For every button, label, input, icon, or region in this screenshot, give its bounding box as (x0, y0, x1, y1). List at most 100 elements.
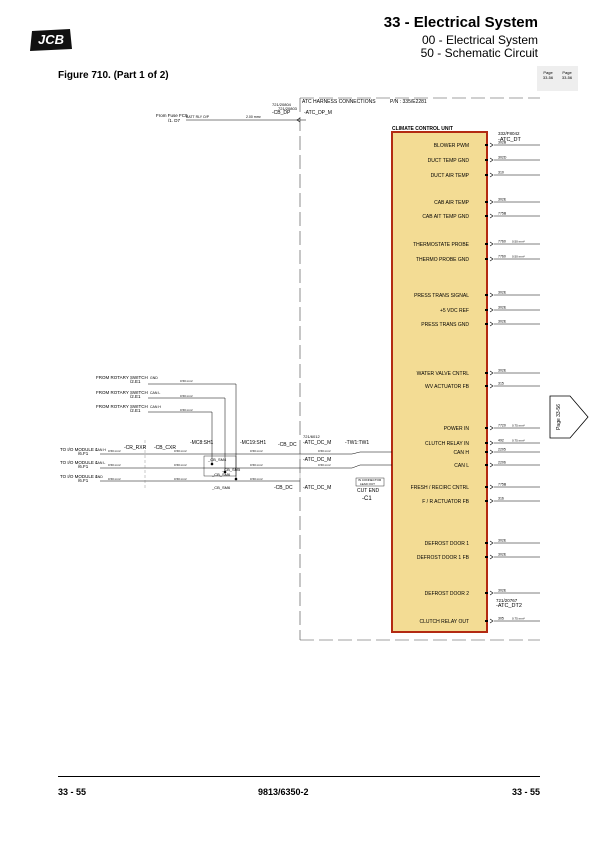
pin-arrow (489, 590, 494, 596)
pin-terminal (485, 323, 488, 325)
fuse-wire-label: BATT RLY O/P (186, 115, 210, 119)
rotary-wire-3: CAN H (150, 405, 161, 409)
io-size-3: 0.50 mm² (108, 477, 121, 481)
rotary-ref-1: /2.E1 (130, 379, 141, 384)
wire-number: 302D (498, 156, 507, 160)
fuse-conn-4: -ATC_DP_M (304, 110, 332, 116)
harness-part-number: P/N : 335/E2281 (390, 99, 427, 105)
rotary-size-1: 0.50 mm² (180, 379, 193, 383)
logo-text: JCB (38, 32, 64, 47)
pin-terminal (485, 159, 488, 161)
signal-label: DUCT AIR TEMP (431, 173, 470, 179)
pin-arrow (489, 425, 494, 431)
signal-label: WV ACTUATOR FB (425, 384, 470, 390)
page-link-label: Page (543, 70, 553, 75)
pin-terminal (485, 215, 488, 217)
page-link-label: Page (562, 70, 572, 75)
signal-label: DEFROST DOOR 1 (425, 541, 470, 547)
signal-label: CLUTCH RELAY IN (425, 441, 469, 447)
chapter-title: 33 - Electrical System (383, 14, 538, 31)
io-module-sources: TO I/O MODULE 1 /6.F1 CAN H TO I/O MODUL… (60, 440, 392, 490)
dt2-connector-2: -ATC_DT2 (496, 603, 522, 609)
pin-arrow (489, 618, 494, 624)
signal-label: THERMOSTATE PROBE (413, 242, 470, 248)
pin-terminal (485, 427, 488, 429)
signal-pin: CAN L 2206 (454, 461, 540, 469)
climate-control-unit (391, 131, 488, 633)
fuse-source-ref: /1. D7 (168, 118, 181, 123)
io-ref-3: /6.F1 (78, 478, 89, 483)
pin-terminal (485, 620, 488, 622)
pin-arrow (489, 199, 494, 205)
pin-arrow (489, 172, 494, 178)
io-size-9: 0.50 mm² (250, 477, 263, 481)
conn-c1: -C1 (362, 496, 372, 502)
signal-label: CAN H (453, 450, 469, 456)
pin-terminal (485, 442, 488, 444)
io-wire-1: CAN H (95, 448, 106, 452)
conn-atc-dc-m-2: -ATC_DC_M (303, 457, 331, 463)
wire-size: 0.75 mm² (512, 617, 525, 621)
conn-cb-dc: -CB_DC (278, 442, 297, 448)
page-link-1[interactable]: Page 33-56 (539, 70, 557, 80)
signal-label: THERMO PROBE GND (416, 257, 469, 263)
pin-arrow (489, 292, 494, 298)
conn-cb-sm5: _CB_SM5 (221, 467, 241, 472)
io-wire-3: GND (95, 475, 103, 479)
connector-note-2: LEAD OUT (360, 482, 375, 486)
pin-terminal (485, 464, 488, 466)
conn-cb-sm6b: _CB_SM6 (211, 485, 231, 490)
pin-arrow (489, 241, 494, 247)
signal-pin: CAN H 2205 (453, 448, 540, 456)
jcb-logo: JCB (30, 29, 72, 51)
wire-size: 0.75 mm² (512, 424, 525, 428)
wire-number: 775B (498, 212, 507, 216)
wire-number: 302E (498, 369, 507, 373)
wire-size: 0.50 mm² (512, 240, 525, 244)
connector-note-1: IN CONNECTOR (358, 478, 382, 482)
pin-arrow (489, 540, 494, 546)
rotary-source-1: FROM ROTARY SWITCH (96, 375, 148, 380)
pin-arrow (489, 157, 494, 163)
wire-number: 315 (498, 382, 504, 386)
io-ref-1: /6.F1 (78, 451, 89, 456)
pin-terminal (485, 542, 488, 544)
conn-cr-rxr: -CR_RXR (124, 445, 147, 451)
signal-label: CAN L (454, 463, 469, 469)
io-source-3: TO I/O MODULE 1 (60, 474, 98, 479)
rotary-source-3: FROM ROTARY SWITCH (96, 404, 148, 409)
page-link-number: 33-56 (542, 75, 554, 80)
pin-arrow (489, 440, 494, 446)
conn-tw1: -TW1:TW1 (345, 440, 369, 446)
pin-terminal (485, 372, 488, 374)
wire-size: 0.75 mm² (512, 439, 525, 443)
conn-mc19: -MC19:SH1 (240, 440, 266, 446)
rotary-switch-sources: FROM ROTARY SWITCH /2.E1 GND FROM ROTARY… (96, 375, 237, 479)
signal-label: +5 VDC REF (440, 308, 469, 314)
pin-terminal (485, 556, 488, 558)
signal-label: DEFROST DOOR 2 (425, 591, 470, 597)
wire-number: 2206 (498, 461, 506, 465)
pin-arrow (489, 307, 494, 313)
rotary-size-2: 0.50 mm² (180, 394, 193, 398)
wire-number: 7760 (498, 240, 506, 244)
conn-cb-sm4: _CB_SM4 (207, 457, 227, 462)
rotary-ref-2: /2.E1 (130, 394, 141, 399)
wire-number: 302E (498, 291, 507, 295)
dt2-connector-1: 721/20767 (496, 598, 518, 603)
io-wire-2: CAN L (95, 461, 105, 465)
wire-number: 2205 (498, 448, 506, 452)
page-link-2[interactable]: Page 33-56 (558, 70, 576, 80)
wire-number: 775B (498, 483, 507, 487)
next-page-tab[interactable]: Page 33-56 (548, 394, 590, 440)
pin-terminal (485, 144, 488, 146)
